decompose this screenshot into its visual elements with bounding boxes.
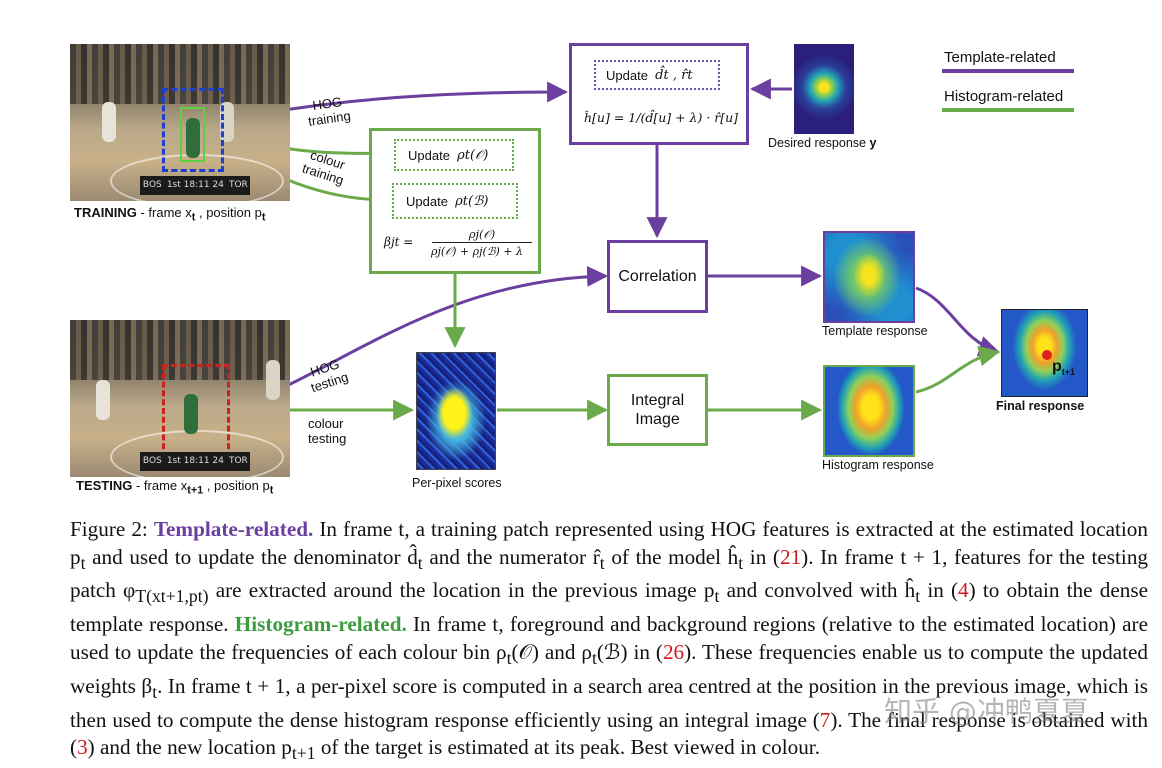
template-update-box: Update d̂t , r̂t ĥ[u] = 1/(d̂[u] + λ) · … [569, 43, 749, 145]
legend-template-label: Template-related [944, 49, 1056, 66]
per-pixel-scores-label: Per-pixel scores [412, 476, 502, 490]
final-response-label: Final response [996, 399, 1085, 413]
template-update-inner: Update d̂t , r̂t [594, 60, 720, 90]
template-filter-formula: ĥ[u] = 1/(d̂[u] + λ) · r̂[u] [584, 110, 739, 125]
training-inner-box [180, 107, 205, 162]
template-response-image [823, 231, 915, 323]
peak-label: pt+1 [1052, 358, 1076, 378]
testing-caption: TESTING - frame xt+1 , position pt [76, 478, 274, 497]
watermark: 知乎 @冲鸭夏夏 [884, 695, 1089, 728]
correlation-node: Correlation [607, 240, 708, 313]
training-target-box [162, 88, 224, 172]
final-response-image: pt+1 [1001, 309, 1088, 397]
histogram-response-image [823, 365, 915, 457]
hog-training-label: HOG training [307, 94, 352, 129]
peak-marker [1042, 350, 1052, 360]
colour-testing-label: colour testing [308, 416, 347, 446]
integral-image-node: Integral Image [607, 374, 708, 446]
histogram-response-to-final-arrow [915, 345, 1001, 394]
legend-template-line [942, 69, 1074, 73]
desired-response-image [794, 44, 854, 134]
legend-histogram-label: Histogram-related [944, 88, 1064, 105]
beta-formula-denominator: ρj(𝒪) + ρj(ℬ) + λ [431, 245, 523, 258]
histogram-update-background: Update ρt(ℬ) [392, 183, 518, 219]
desired-response-label: Desired response y [768, 136, 877, 150]
template-response-to-final-arrow [915, 286, 1001, 357]
histogram-update-foreground: Update ρt(𝒪) [394, 139, 514, 171]
testing-search-box [162, 364, 230, 458]
legend-histogram-line [942, 108, 1074, 112]
figure-caption: Figure 2: Template-related. In frame t, … [70, 517, 1149, 764]
beta-formula-numerator: ρj(𝒪) [432, 227, 532, 243]
histogram-response-label: Histogram response [822, 458, 934, 472]
template-response-label: Template response [822, 324, 928, 338]
training-caption: TRAINING - frame xt , position pt [74, 205, 266, 224]
histogram-update-box: Update ρt(𝒪) Update ρt(ℬ) βjt = ρj(𝒪) ρj… [369, 128, 541, 274]
per-pixel-scores-image [416, 352, 496, 470]
beta-formula-lhs: βjt = [384, 235, 414, 249]
